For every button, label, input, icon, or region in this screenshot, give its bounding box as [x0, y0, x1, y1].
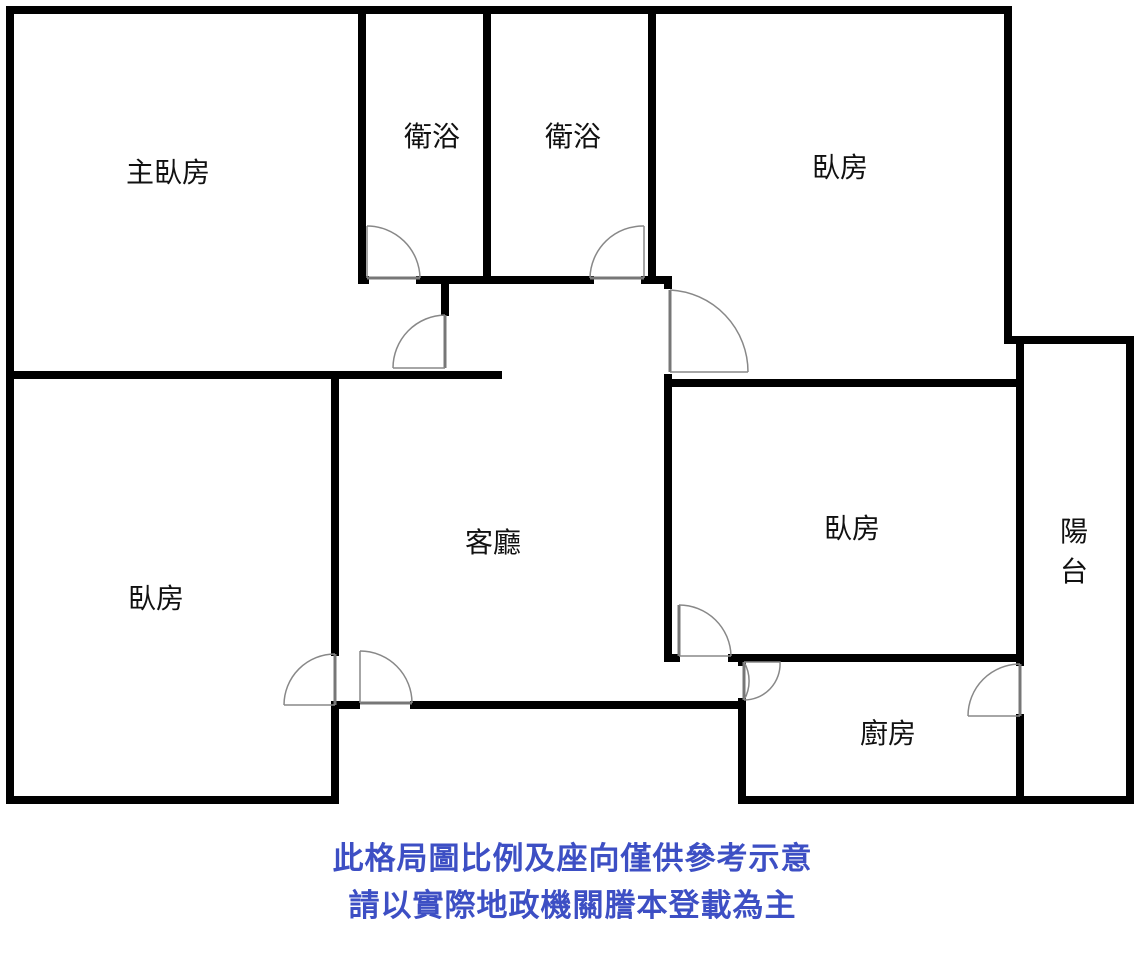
door-bath-1	[366, 225, 421, 280]
disclaimer-line-1: 此格局圖比例及座向僅供參考示意	[332, 841, 813, 877]
disclaimer-line-2: 請以實際地政機關謄本登載為主	[348, 888, 797, 924]
door-bedroom-left	[283, 653, 337, 706]
door-master-bedroom	[392, 314, 447, 369]
doors	[283, 225, 1022, 717]
door-bedroom-top-right	[668, 289, 749, 373]
room-label-bedroom-left: 臥房	[127, 582, 185, 615]
room-label-bedroom-middle-right: 臥房	[823, 512, 881, 545]
door-kitchen	[742, 661, 781, 701]
door-living-room	[359, 650, 413, 705]
room-label-kitchen: 廚房	[859, 717, 917, 750]
room-label-balcony: 陽台	[1059, 515, 1088, 588]
door-balcony	[967, 663, 1022, 717]
room-label-bath-2: 衛浴	[544, 120, 602, 153]
room-label-living-room: 客廳	[464, 526, 522, 559]
room-label-master-bedroom: 主臥房	[125, 156, 211, 189]
walls	[6, 6, 1134, 804]
door-bedroom-middle-right	[677, 604, 732, 657]
room-label-bath-1: 衛浴	[403, 120, 461, 153]
room-label-bedroom-top-right: 臥房	[811, 151, 869, 184]
door-bath-2	[589, 225, 645, 280]
